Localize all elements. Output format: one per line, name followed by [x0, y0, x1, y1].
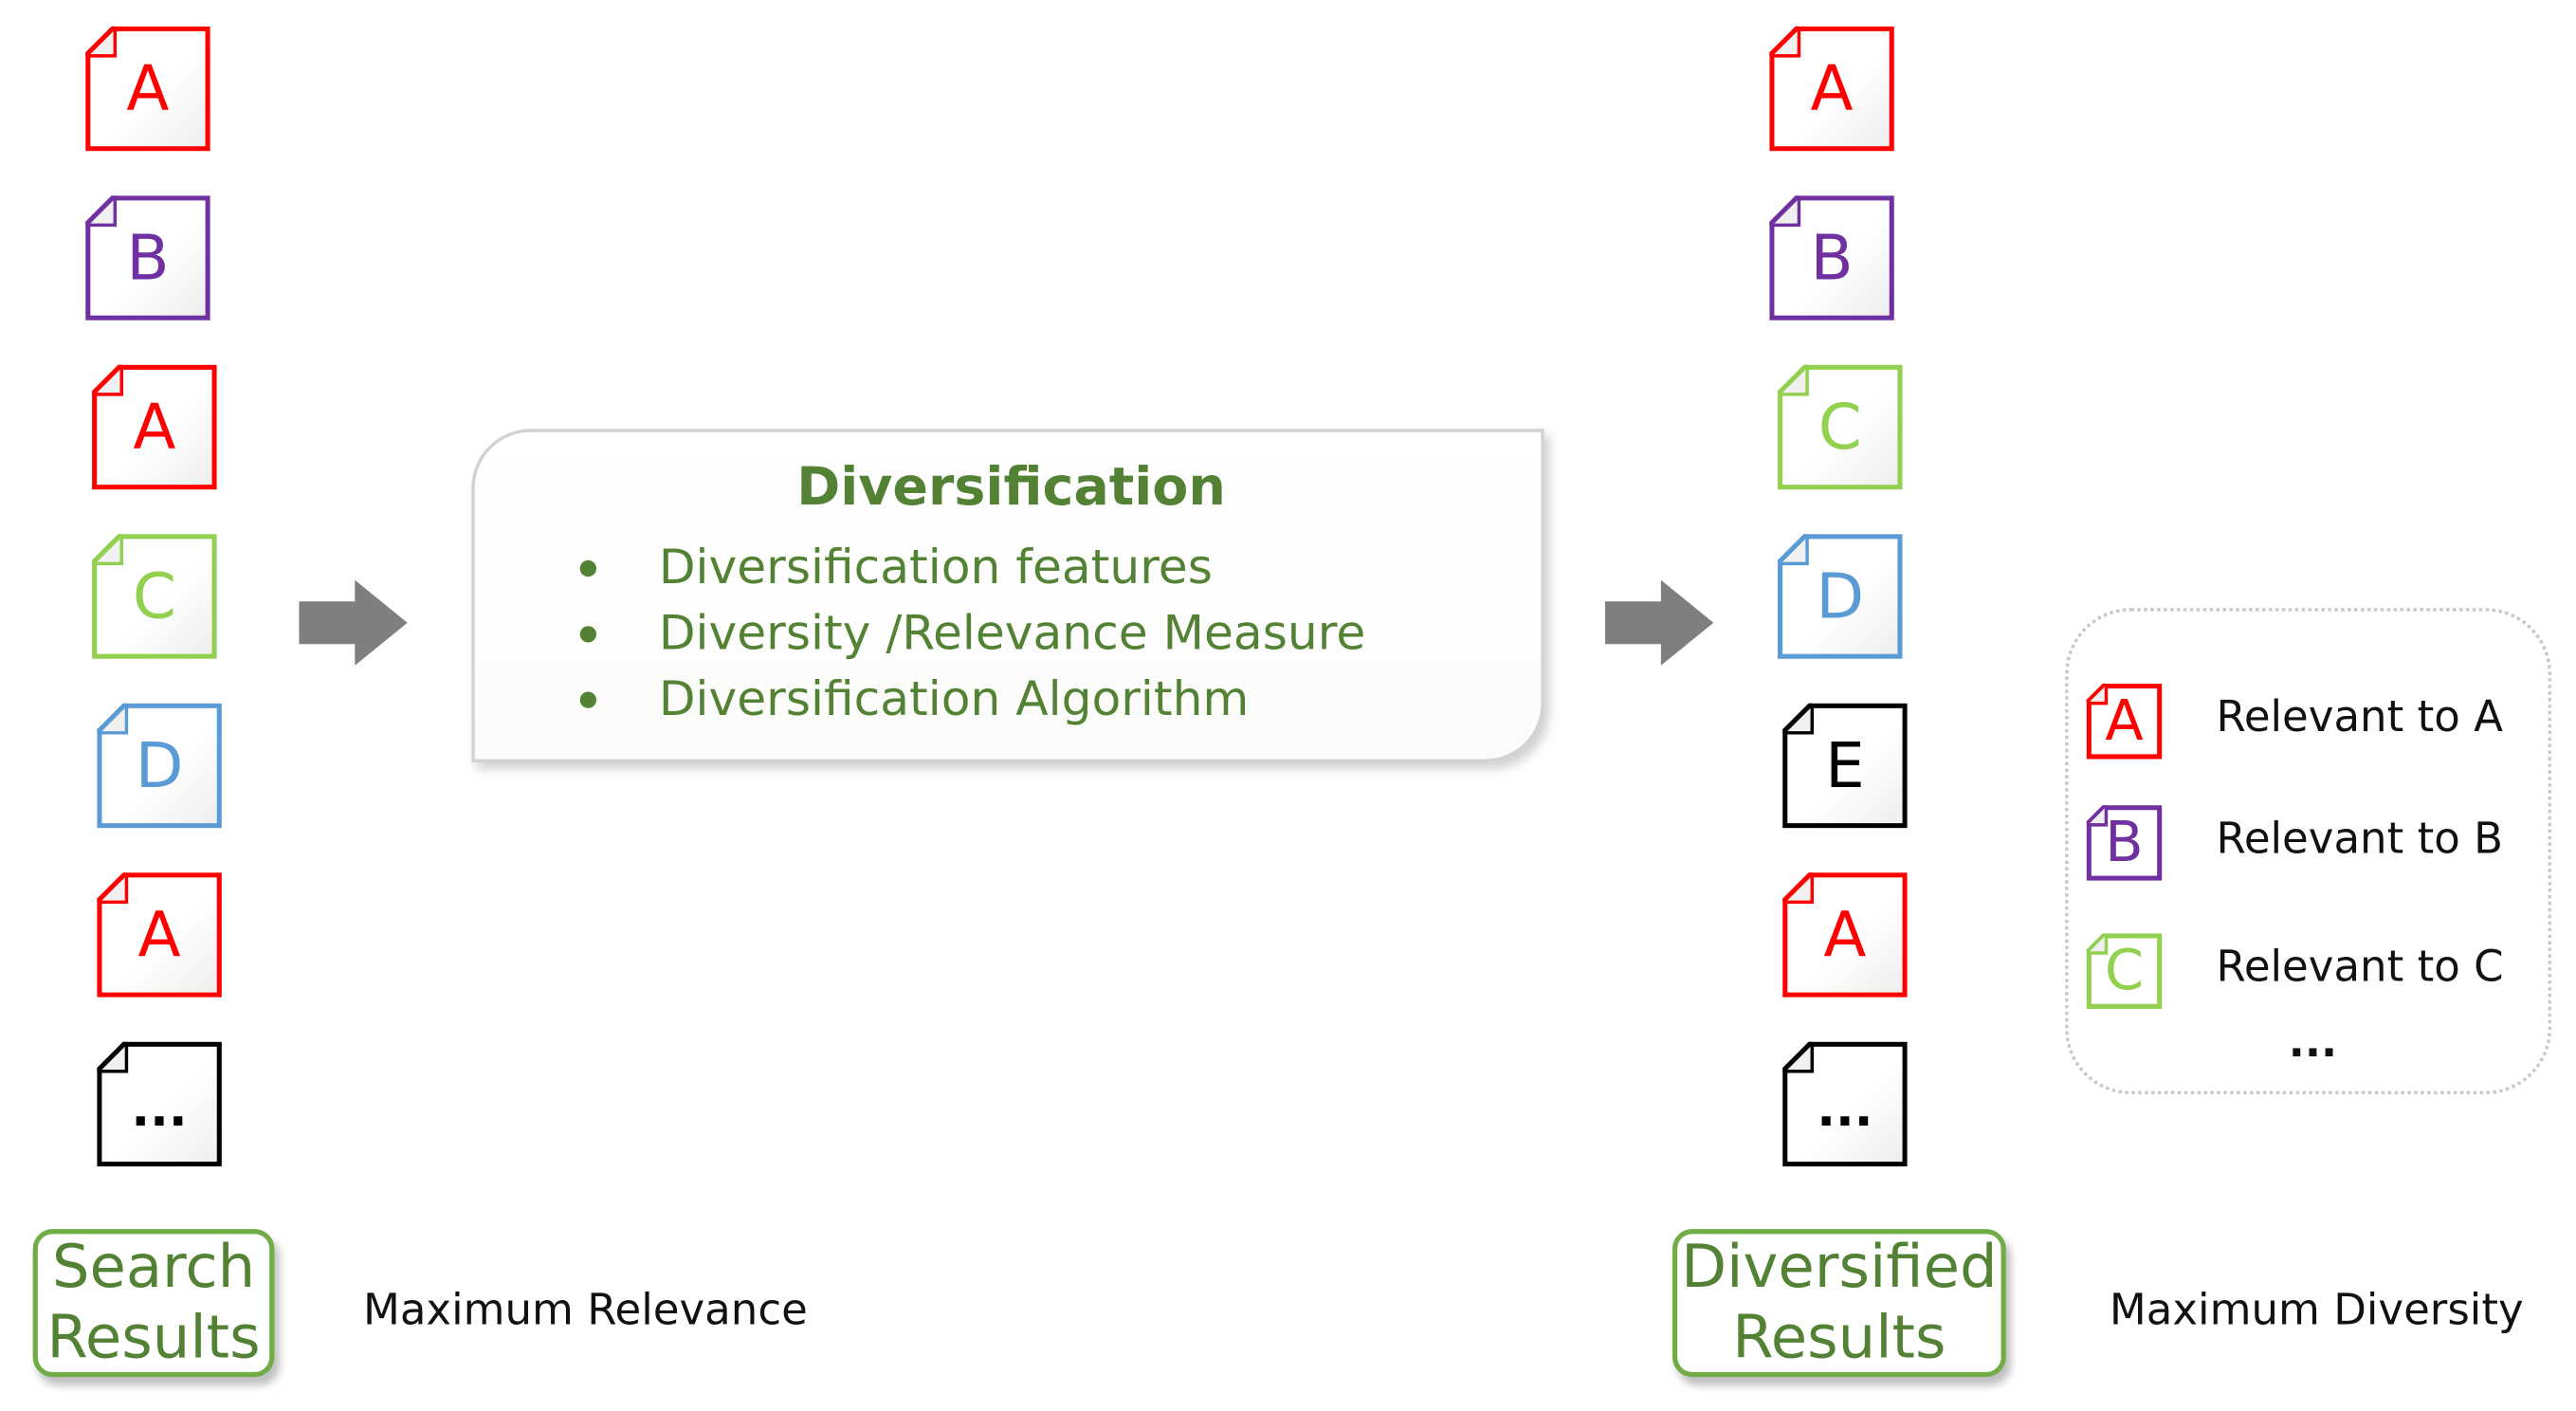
- more-documents-icon: ...: [1782, 1041, 1908, 1167]
- process-feature-list: Diversification features Diversity /Rele…: [570, 534, 1365, 731]
- legend-item-label: Relevant to B: [2216, 815, 2504, 865]
- process-item: Diversification Algorithm: [570, 666, 1365, 731]
- document-corner-icon: [1777, 364, 1809, 396]
- document-letter: D: [1816, 559, 1865, 633]
- maximum-diversity-caption: Maximum Diversity: [2109, 1286, 2524, 1336]
- document-letter: A: [137, 898, 181, 972]
- document-icon: B: [85, 195, 210, 321]
- document-letter: ...: [131, 1081, 188, 1139]
- document-page-icon: [85, 195, 210, 321]
- document-letter: B: [1810, 221, 1854, 295]
- document-icon: C: [92, 534, 217, 659]
- document-letter: B: [126, 221, 170, 295]
- document-letter: A: [1823, 898, 1867, 972]
- legend-corner-icon: [2086, 683, 2109, 706]
- document-corner-icon: [92, 364, 124, 396]
- search-results-label-line1: Search: [51, 1234, 256, 1302]
- document-icon: A: [97, 872, 222, 998]
- legend-corner-icon: [2086, 933, 2109, 955]
- document-icon: A: [85, 26, 210, 152]
- document-corner-icon: [1777, 534, 1809, 566]
- document-letter: A: [126, 52, 170, 125]
- document-letter: C: [1818, 391, 1862, 464]
- bullet-icon: [579, 559, 597, 577]
- diversified-results-label-line2: Results: [1732, 1304, 1946, 1372]
- document-icon: C: [1777, 364, 1903, 490]
- legend-box: A Relevant to A B Relevant to B C Relevant to…: [2065, 608, 2552, 1095]
- more-documents-icon: ...: [97, 1041, 222, 1167]
- document-icon: D: [97, 703, 222, 829]
- process-item: Diversification features: [570, 534, 1365, 599]
- legend-letter: B: [2105, 810, 2144, 876]
- bullet-icon: [579, 691, 597, 708]
- process-item-label: Diversification features: [658, 539, 1213, 596]
- legend-more: ...: [2288, 1018, 2338, 1069]
- diversified-results-label-line1: Diversified: [1681, 1234, 1998, 1302]
- search-results-label-line2: Results: [46, 1304, 261, 1372]
- search-results-label: Search Results: [32, 1229, 275, 1378]
- diversified-results-label: Diversified Results: [1672, 1229, 2006, 1378]
- legend-letter: A: [2105, 688, 2144, 755]
- document-corner-icon: [1782, 703, 1815, 735]
- document-corner-icon: [1769, 195, 1801, 228]
- document-corner-icon: [97, 872, 129, 905]
- legend-item-label: Relevant to C: [2216, 943, 2504, 993]
- right-arrow-icon: [299, 579, 408, 666]
- document-icon: B: [1769, 195, 1894, 321]
- document-corner-icon: [1769, 26, 1801, 58]
- document-corner-icon: [92, 534, 124, 566]
- document-corner-icon: [97, 1041, 129, 1073]
- document-icon: E: [1782, 703, 1908, 829]
- document-letter: C: [132, 559, 176, 633]
- document-icon: A: [1782, 872, 1908, 998]
- legend-document-icon: [2086, 933, 2163, 1009]
- document-letter: E: [1825, 729, 1865, 802]
- document-letter: A: [1810, 52, 1854, 125]
- document-corner-icon: [97, 703, 129, 735]
- legend-letter: C: [2104, 938, 2145, 1004]
- document-page-icon: [1782, 1041, 1908, 1167]
- document-icon: A: [1769, 26, 1894, 152]
- document-icon: D: [1777, 534, 1903, 659]
- process-item: Diversity /Relevance Measure: [570, 599, 1365, 665]
- document-letter: A: [133, 391, 176, 464]
- legend-corner-icon: [2086, 805, 2109, 827]
- process-item-label: Diversity /Relevance Measure: [658, 604, 1366, 661]
- maximum-relevance-caption: Maximum Relevance: [362, 1286, 808, 1336]
- document-corner-icon: [85, 26, 118, 58]
- bullet-icon: [579, 626, 597, 643]
- right-arrow-icon: [1604, 579, 1714, 666]
- diversification-process-box: Diversification Diversification features…: [471, 429, 1544, 763]
- document-letter: ...: [1817, 1081, 1873, 1139]
- document-corner-icon: [85, 195, 118, 228]
- document-corner-icon: [1782, 872, 1815, 905]
- legend-item-label: Relevant to A: [2216, 693, 2503, 743]
- document-icon: A: [92, 364, 217, 490]
- document-corner-icon: [1782, 1041, 1815, 1073]
- process-title: Diversification: [796, 454, 1226, 518]
- process-item-label: Diversification Algorithm: [658, 669, 1250, 726]
- document-letter: D: [135, 729, 184, 802]
